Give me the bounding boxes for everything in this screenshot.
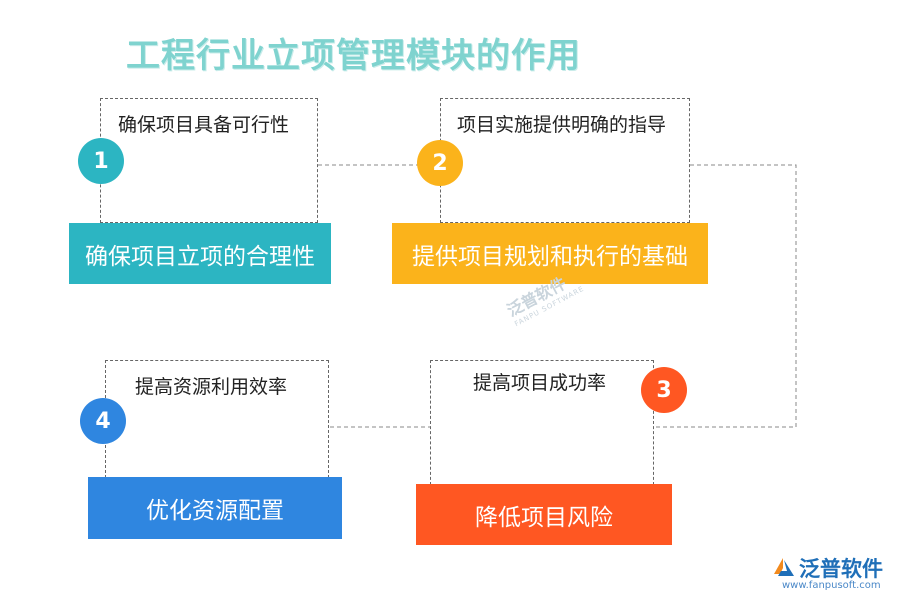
logo-text: 泛普软件 <box>799 557 883 581</box>
page-title: 工程行业立项管理模块的作用 <box>126 36 581 76</box>
fanpu-logo-icon <box>774 558 794 576</box>
step-banner-3: 降低项目风险 <box>416 484 672 545</box>
step-number-4: 4 <box>80 398 126 444</box>
step-caption-4: 提高资源利用效率 <box>135 376 288 398</box>
step-caption-1: 确保项目具备可行性 <box>118 114 290 136</box>
step-number-1: 1 <box>78 138 124 184</box>
step-banner-2: 提供项目规划和执行的基础 <box>392 223 708 284</box>
connector-2-3 <box>654 164 797 428</box>
step-caption-2: 项目实施提供明确的指导 <box>457 114 667 136</box>
step-number-3: 3 <box>641 367 687 413</box>
step-banner-4: 优化资源配置 <box>88 477 342 539</box>
logo-url: www.fanpusoft.com <box>782 580 881 591</box>
step-caption-3: 提高项目成功率 <box>473 372 607 394</box>
step-banner-1: 确保项目立项的合理性 <box>69 223 331 284</box>
step-number-2: 2 <box>417 140 463 186</box>
brand-logo: 泛普软件 <box>770 553 883 583</box>
